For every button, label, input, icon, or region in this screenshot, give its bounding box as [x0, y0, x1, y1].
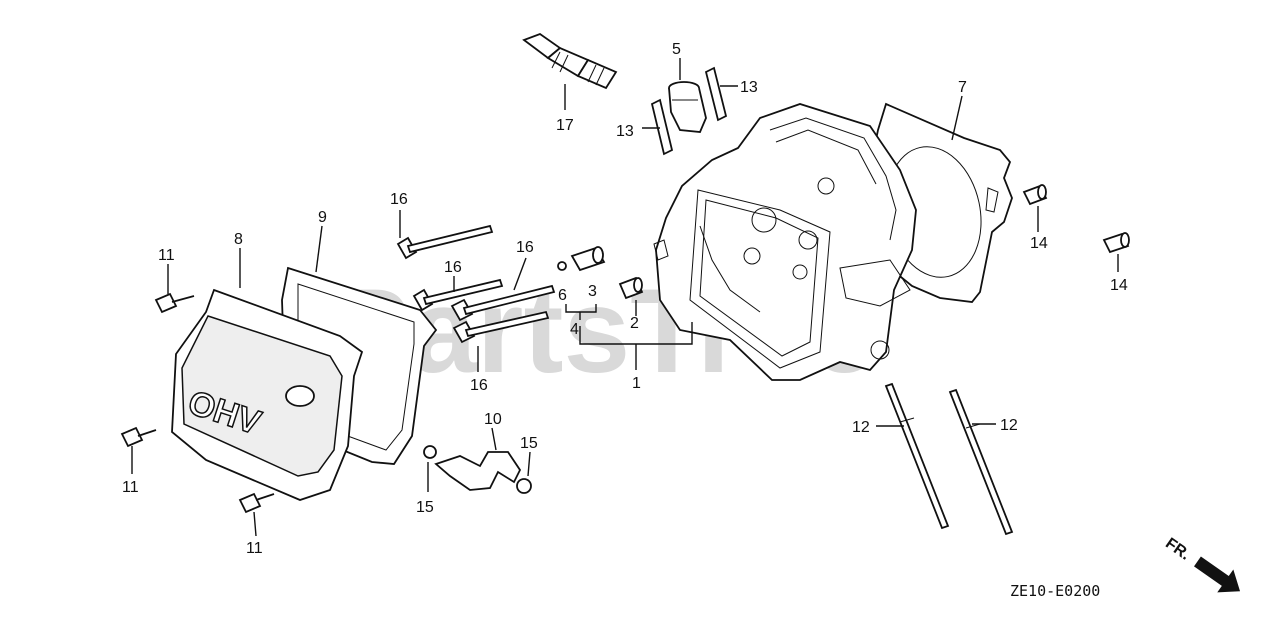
callout-13a: 13	[740, 79, 758, 96]
spark-plug	[522, 32, 618, 110]
callout-16c: 16	[516, 239, 534, 256]
callout-8: 8	[234, 231, 243, 248]
leader-1	[579, 322, 693, 370]
callout-5: 5	[672, 41, 681, 58]
callout-3: 3	[588, 283, 597, 300]
callout-14a: 14	[1030, 235, 1048, 252]
long-studs	[876, 382, 1014, 536]
breather-tube	[423, 427, 532, 494]
callout-9: 9	[318, 209, 327, 226]
callout-7: 7	[958, 79, 967, 96]
callout-11b: 11	[122, 479, 139, 496]
diagram-code: ZE10-E0200	[1010, 582, 1100, 600]
head-bolts	[396, 210, 556, 372]
callout-17: 17	[556, 117, 574, 134]
intake-adapter	[668, 58, 707, 133]
callout-4: 4	[570, 321, 579, 338]
callout-2: 2	[630, 315, 639, 332]
callout-1: 1	[632, 375, 641, 392]
callout-16d: 16	[470, 377, 488, 394]
callout-12b: 12	[1000, 417, 1018, 434]
head-cover: OHV	[171, 248, 364, 501]
callout-11c: 11	[246, 540, 263, 557]
stud-bolts	[642, 66, 738, 156]
callout-16a: 16	[390, 191, 408, 208]
callout-13b: 13	[616, 123, 634, 140]
callout-15b: 15	[520, 435, 538, 452]
callout-11a: 11	[158, 247, 175, 264]
callout-15a: 15	[416, 499, 434, 516]
small-parts-2-3-6	[557, 246, 644, 320]
callout-16b: 16	[444, 259, 462, 276]
cover-bolts	[120, 264, 275, 537]
dowel-pins	[1022, 184, 1130, 272]
front-marker: FR.	[1162, 535, 1193, 564]
front-arrow-icon: FR.	[1162, 535, 1241, 593]
callout-10: 10	[484, 411, 502, 428]
callout-12a: 12	[852, 419, 870, 436]
cylinder-head	[653, 103, 917, 381]
callout-6: 6	[558, 287, 567, 304]
callout-14b: 14	[1110, 277, 1128, 294]
